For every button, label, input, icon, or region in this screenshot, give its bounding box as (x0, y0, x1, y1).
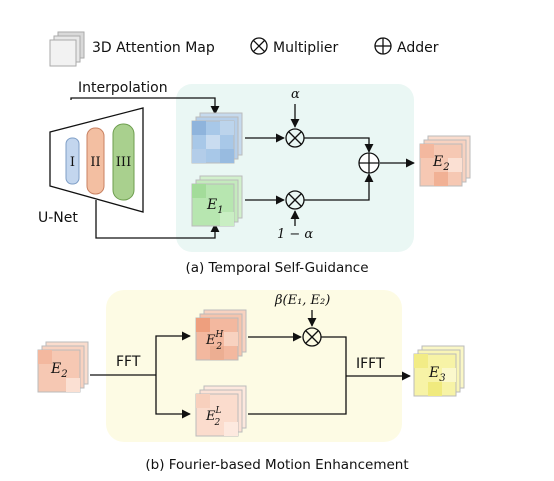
panel-b-background (106, 290, 402, 442)
beta-label: β(E₁, E₂) (274, 293, 330, 308)
attention-map-stack (191, 112, 243, 164)
legend-cube-icon (49, 31, 85, 67)
unet-block: I II III (49, 107, 144, 213)
top-to-adder-arrow (304, 137, 374, 153)
fft-to-high-arrow (155, 331, 191, 375)
stage-2-block (86, 127, 105, 195)
low-to-merge-line (248, 376, 347, 415)
ifft-label: IFFT (356, 356, 385, 372)
e2-output-stack (419, 135, 471, 187)
one-minus-alpha-label: 1 − α (277, 227, 313, 242)
legend-adder-label: Adder (397, 40, 439, 56)
e2-high-stack (195, 309, 247, 361)
stage-3-label: III (116, 155, 131, 170)
multiplier-icon (250, 37, 268, 55)
e3-output-stack (413, 345, 465, 397)
legend-multiplier-label: Multiplier (273, 40, 339, 56)
caption-a: (a) Temporal Self-Guidance (185, 260, 368, 276)
e1-stack (191, 175, 243, 227)
e2-output-label: E2 (432, 154, 450, 173)
e1-label: E1 (206, 197, 224, 216)
fft-label: FFT (116, 354, 141, 370)
alpha-label: α (291, 87, 300, 102)
e3-output-label: E3 (428, 365, 446, 384)
caption-b: (b) Fourier-based Motion Enhancement (145, 457, 408, 473)
bottom-to-adder-arrow (304, 173, 374, 201)
e2-input-stack (37, 341, 89, 393)
adder-main-icon (358, 152, 380, 174)
stage-2-label: II (90, 155, 100, 170)
legend: 3D Attention Map Multiplier Adder (49, 31, 439, 67)
mult-to-merge-line (321, 336, 347, 376)
stage-3-block (112, 123, 135, 201)
stage-1-label: I (70, 155, 75, 170)
multiplier-b-icon (302, 327, 322, 347)
interpolation-arrow (70, 97, 220, 115)
fft-to-low-arrow (155, 375, 191, 419)
stage-1-block (65, 137, 80, 185)
interpolation-label: Interpolation (78, 80, 168, 96)
adder-icon (374, 37, 392, 55)
e2-low-stack (195, 385, 247, 437)
e2-input-label: E2 (50, 361, 68, 380)
unet-label: U-Net (38, 210, 78, 226)
unet-output-arrow (95, 200, 220, 239)
legend-attention-map-label: 3D Attention Map (92, 40, 215, 56)
